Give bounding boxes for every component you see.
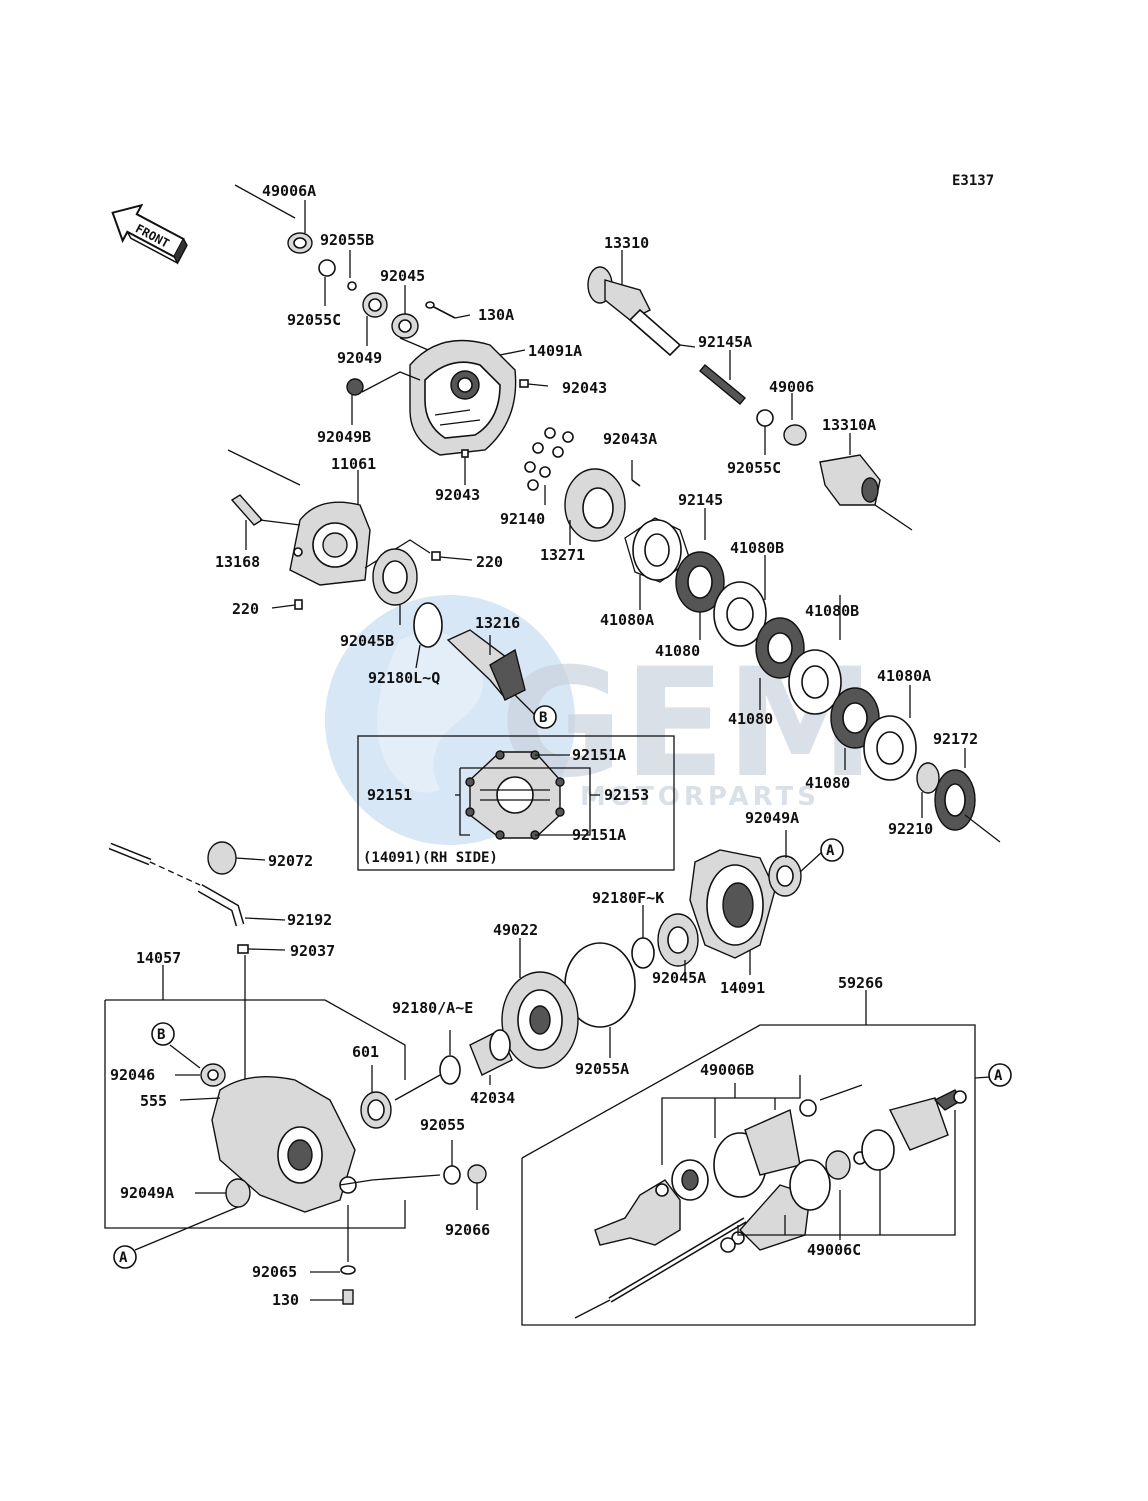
watermark-sub: MOTORPARTS <box>580 782 820 812</box>
label-92043-a: 92043 <box>562 379 607 397</box>
label-92180F-K: 92180F~K <box>592 889 664 907</box>
label-42034: 42034 <box>470 1089 515 1107</box>
label-13168: 13168 <box>215 553 260 571</box>
callout-a-right: A <box>826 843 835 859</box>
label-41080A-a: 41080A <box>600 611 654 629</box>
label-555: 555 <box>140 1092 167 1110</box>
label-49006A: 49006A <box>262 182 316 200</box>
label-14091: 14091 <box>720 979 765 997</box>
drive-shaft-box: A <box>521 990 1012 1326</box>
label-92072: 92072 <box>268 852 313 870</box>
label-92049A-a: 92049A <box>745 809 799 827</box>
label-220-b: 220 <box>232 600 259 618</box>
label-92180-A-E: 92180/A~E <box>392 999 473 1017</box>
diagram-code: E3137 <box>952 173 994 189</box>
label-92145A: 92145A <box>698 333 752 351</box>
label-92055: 92055 <box>420 1116 465 1134</box>
label-92151: 92151 <box>367 786 412 804</box>
part-labels: 49006A 92055B 92045 130A 92055C 92049 14… <box>110 182 978 1309</box>
breather-group <box>108 841 286 1085</box>
inset-box: (14091)(RH SIDE) <box>357 735 675 871</box>
label-13216: 13216 <box>475 614 520 632</box>
label-11061: 11061 <box>331 455 376 473</box>
pinion-group <box>446 629 536 716</box>
label-13271: 13271 <box>540 546 585 564</box>
clutch-plates-group <box>624 517 1001 843</box>
cage-group <box>524 427 706 545</box>
label-41080-c: 41080 <box>805 774 850 792</box>
label-14091A: 14091A <box>528 342 582 360</box>
label-49006: 49006 <box>769 378 814 396</box>
label-92180L-Q: 92180L~Q <box>368 669 440 687</box>
label-92210: 92210 <box>888 820 933 838</box>
label-92049: 92049 <box>337 349 382 367</box>
label-13310A: 13310A <box>822 416 876 434</box>
label-601: 601 <box>352 1043 379 1061</box>
label-13310: 13310 <box>604 234 649 252</box>
label-130A: 130A <box>478 306 514 324</box>
label-92045: 92045 <box>380 267 425 285</box>
gear-case-box: B A <box>104 965 487 1305</box>
label-49006B: 49006B <box>700 1061 754 1079</box>
label-92043A: 92043A <box>603 430 657 448</box>
callout-a-left: A <box>119 1250 128 1266</box>
label-92045B: 92045B <box>340 632 394 650</box>
label-41080A-b: 41080A <box>877 667 931 685</box>
label-92066: 92066 <box>445 1221 490 1239</box>
label-92153: 92153 <box>604 786 649 804</box>
yoke-group <box>587 250 913 531</box>
label-41080B-b: 41080B <box>805 602 859 620</box>
label-49006C: 49006C <box>807 1241 861 1259</box>
label-41080B-a: 41080B <box>730 539 784 557</box>
label-92055A: 92055A <box>575 1060 629 1078</box>
callout-a-shaft: A <box>994 1068 1003 1084</box>
upper-housing-group <box>234 184 549 485</box>
right-housing-group: A <box>564 830 844 1058</box>
callout-b-left: B <box>157 1027 165 1043</box>
label-92045A: 92045A <box>652 969 706 987</box>
label-92037: 92037 <box>290 942 335 960</box>
label-92046: 92046 <box>110 1066 155 1084</box>
inset-caption: (14091)(RH SIDE) <box>363 850 498 866</box>
label-92145: 92145 <box>678 491 723 509</box>
label-41080-b: 41080 <box>728 710 773 728</box>
label-92151A-a: 92151A <box>572 746 626 764</box>
label-92192: 92192 <box>287 911 332 929</box>
label-59266: 59266 <box>838 974 883 992</box>
label-92055C-b: 92055C <box>727 459 781 477</box>
callout-b-pinion: B <box>539 710 547 726</box>
label-92140: 92140 <box>500 510 545 528</box>
label-92049A-b: 92049A <box>120 1184 174 1202</box>
label-92055B: 92055B <box>320 231 374 249</box>
front-arrow-icon: FRONT <box>111 203 188 265</box>
label-92151A-b: 92151A <box>572 826 626 844</box>
label-14057: 14057 <box>136 949 181 967</box>
label-49022: 49022 <box>493 921 538 939</box>
cover-group <box>227 449 473 669</box>
label-92055C-a: 92055C <box>287 311 341 329</box>
label-92065: 92065 <box>252 1263 297 1281</box>
label-92043-b: 92043 <box>435 486 480 504</box>
label-92049B: 92049B <box>317 428 371 446</box>
label-220-a: 220 <box>476 553 503 571</box>
label-41080-a: 41080 <box>655 642 700 660</box>
ring-gear-group <box>394 938 579 1101</box>
label-130: 130 <box>272 1291 299 1309</box>
label-92172: 92172 <box>933 730 978 748</box>
